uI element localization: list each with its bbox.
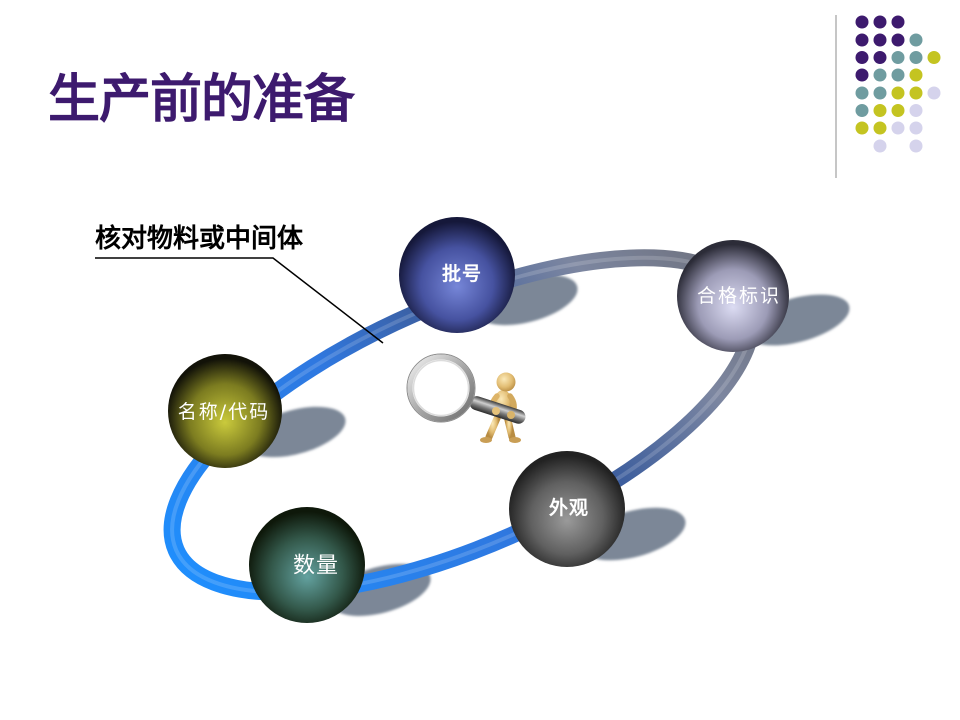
sphere-quantity — [249, 507, 365, 623]
decor-dot — [909, 139, 923, 153]
node-appearance: 外观 — [509, 451, 625, 567]
node-qualified-mark: 合格标识 — [677, 240, 789, 352]
label-quantity: 数量 — [293, 554, 339, 579]
decor-dot — [909, 104, 923, 117]
decor-dot — [909, 68, 923, 82]
decor-dot — [873, 15, 887, 29]
decor-dot — [873, 33, 887, 47]
label-appearance: 外观 — [549, 496, 589, 519]
person-hand-right — [507, 411, 515, 419]
page-title: 生产前的准备 — [48, 70, 355, 130]
decor-dot — [927, 51, 941, 64]
sphere-batch-number — [399, 217, 515, 333]
person-leg-left — [485, 412, 502, 441]
person-foot-right — [509, 437, 521, 443]
magnifier-lens-inner — [412, 359, 470, 417]
decor-dot — [891, 104, 905, 117]
label-name-code: 名称/代码 — [178, 401, 270, 423]
decor-dot — [855, 15, 869, 29]
magnifier-person-icon — [406, 353, 526, 443]
decor-dot — [891, 68, 905, 82]
decor-dot — [855, 33, 869, 47]
sphere-qualified-mark — [677, 240, 789, 352]
label-qualified-mark: 合格标识 — [697, 285, 781, 307]
callout-label: 核对物料或中间体 — [95, 224, 304, 254]
decor-dot — [855, 86, 869, 100]
decor-dot — [909, 51, 923, 64]
decor-dot — [873, 121, 887, 135]
person-foot-left — [480, 437, 492, 443]
magnifier-lens — [407, 354, 475, 422]
decor-dot — [855, 51, 869, 64]
decor-dot — [891, 33, 905, 47]
callout-leader-line — [95, 257, 384, 344]
decor-dot — [873, 86, 887, 100]
decor-dot — [891, 86, 905, 100]
node-quantity: 数量 — [249, 507, 365, 623]
decor-dot — [909, 33, 923, 47]
decor-dot — [873, 104, 887, 117]
node-batch-number: 批号 — [399, 217, 515, 333]
decor-dot — [927, 86, 941, 100]
sphere-name-code — [168, 354, 282, 468]
decor-dot — [891, 121, 905, 135]
decor-dot — [909, 121, 923, 135]
decor-dot — [873, 51, 887, 64]
decor-dot — [855, 68, 869, 82]
magnifier-lens-outline — [406, 353, 476, 423]
decor-dot — [891, 15, 905, 29]
dot-grid-icon — [855, 15, 941, 153]
person-head — [496, 372, 516, 392]
decor-dot — [873, 68, 887, 82]
sphere-appearance — [509, 451, 625, 567]
decor-dot — [873, 139, 887, 153]
decor-dot — [855, 121, 869, 135]
label-batch-number: 批号 — [442, 263, 482, 285]
decor-dot — [909, 86, 923, 100]
node-name-code: 名称/代码 — [168, 354, 282, 468]
decor-dot — [891, 51, 905, 64]
person-hand-left — [492, 407, 500, 415]
decor-dot — [855, 104, 869, 117]
